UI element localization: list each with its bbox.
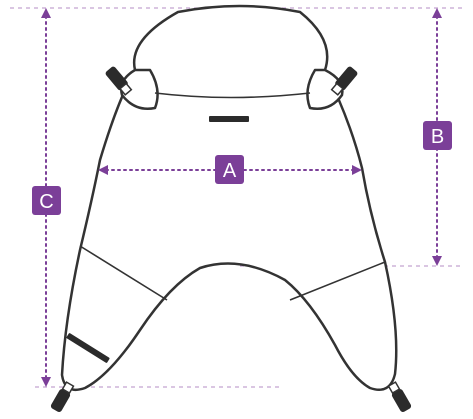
right-leg-seam	[289, 261, 386, 301]
sling-outline	[60, 4, 398, 392]
dimension-c-label: C	[39, 191, 53, 213]
dimension-c: C	[32, 8, 61, 387]
dimension-b-label: B	[431, 126, 444, 148]
dimension-b-badge	[423, 121, 452, 150]
dimension-a-badge	[215, 155, 244, 184]
dimension-c-badge	[32, 186, 61, 215]
leg-strap	[66, 333, 110, 363]
dimension-a-left-arrow	[98, 165, 108, 175]
dimension-c-bottom-arrow	[41, 377, 51, 387]
top-left-clip	[105, 66, 133, 96]
dimension-b-top-arrow	[432, 8, 442, 18]
headrest-handle	[209, 116, 249, 122]
bottom-left-clip	[50, 381, 75, 413]
top-right-clip	[330, 66, 358, 96]
dimension-a-right-arrow	[352, 165, 362, 175]
sling-body	[50, 4, 412, 413]
dimension-a: A	[98, 155, 362, 184]
dimension-c-top-arrow	[41, 8, 51, 18]
bottom-right-clip	[387, 381, 412, 413]
dimension-b: B	[423, 8, 452, 266]
dimension-b-bottom-arrow	[432, 256, 442, 266]
left-leg-seam	[79, 245, 168, 301]
dimension-a-label: A	[223, 160, 237, 182]
headrest-seam	[154, 92, 311, 99]
